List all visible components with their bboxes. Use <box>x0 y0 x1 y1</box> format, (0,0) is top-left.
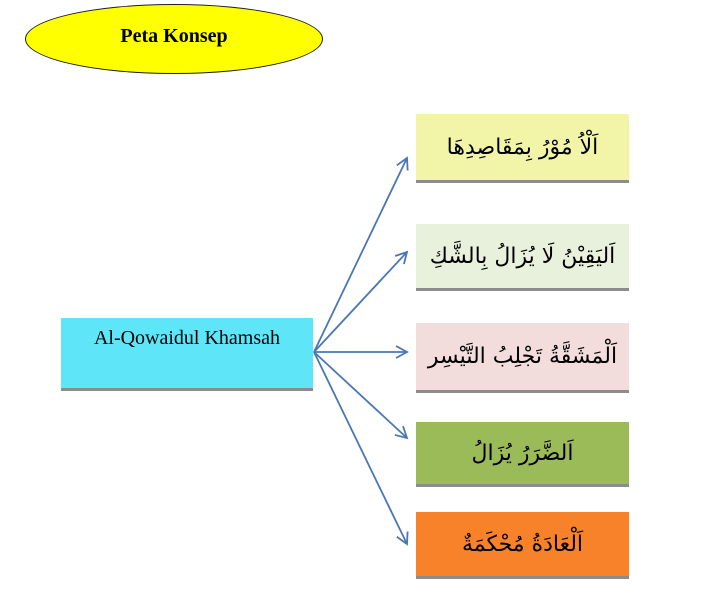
branch-box-2: اَليَقِيْنُ لَا يُزَالُ بِالشَّكِ <box>416 224 629 288</box>
branch-box-5: اَلْعَادَةُ مُحْكَمَةٌ <box>416 512 629 576</box>
branch-box-3: اَلْمَشَقَّةُ تَجْلِبُ التَّيْسِر <box>416 323 629 390</box>
title-ellipse: Peta Konsep <box>25 4 323 74</box>
arrow-to-branch-5 <box>313 351 409 546</box>
arrow-to-branch-2 <box>313 250 409 353</box>
branch-label-5: اَلْعَادَةُ مُحْكَمَةٌ <box>461 531 584 557</box>
branch-label-1: اَلْاُ مُوْرُ بِمَقَاصِدِهَا <box>446 134 599 160</box>
branch-box-1: اَلْاُ مُوْرُ بِمَقَاصِدِهَا <box>416 114 629 180</box>
main-concept-label: Al-Qowaidul Khamsah <box>93 327 281 349</box>
arrow-to-branch-1 <box>313 156 409 353</box>
branch-label-3: اَلْمَشَقَّةُ تَجْلِبُ التَّيْسِر <box>427 344 618 369</box>
arrow-to-branch-4 <box>313 351 409 440</box>
branch-label-2: اَليَقِيْنُ لَا يُزَالُ بِالشَّكِ <box>429 243 616 269</box>
main-concept-box: Al-Qowaidul Khamsah <box>61 318 313 388</box>
page-title: Peta Konsep <box>120 24 228 47</box>
branch-label-4: اَلضَّرَرُ يُزَالُ <box>471 440 574 466</box>
branch-box-4: اَلضَّرَرُ يُزَالُ <box>416 422 629 484</box>
